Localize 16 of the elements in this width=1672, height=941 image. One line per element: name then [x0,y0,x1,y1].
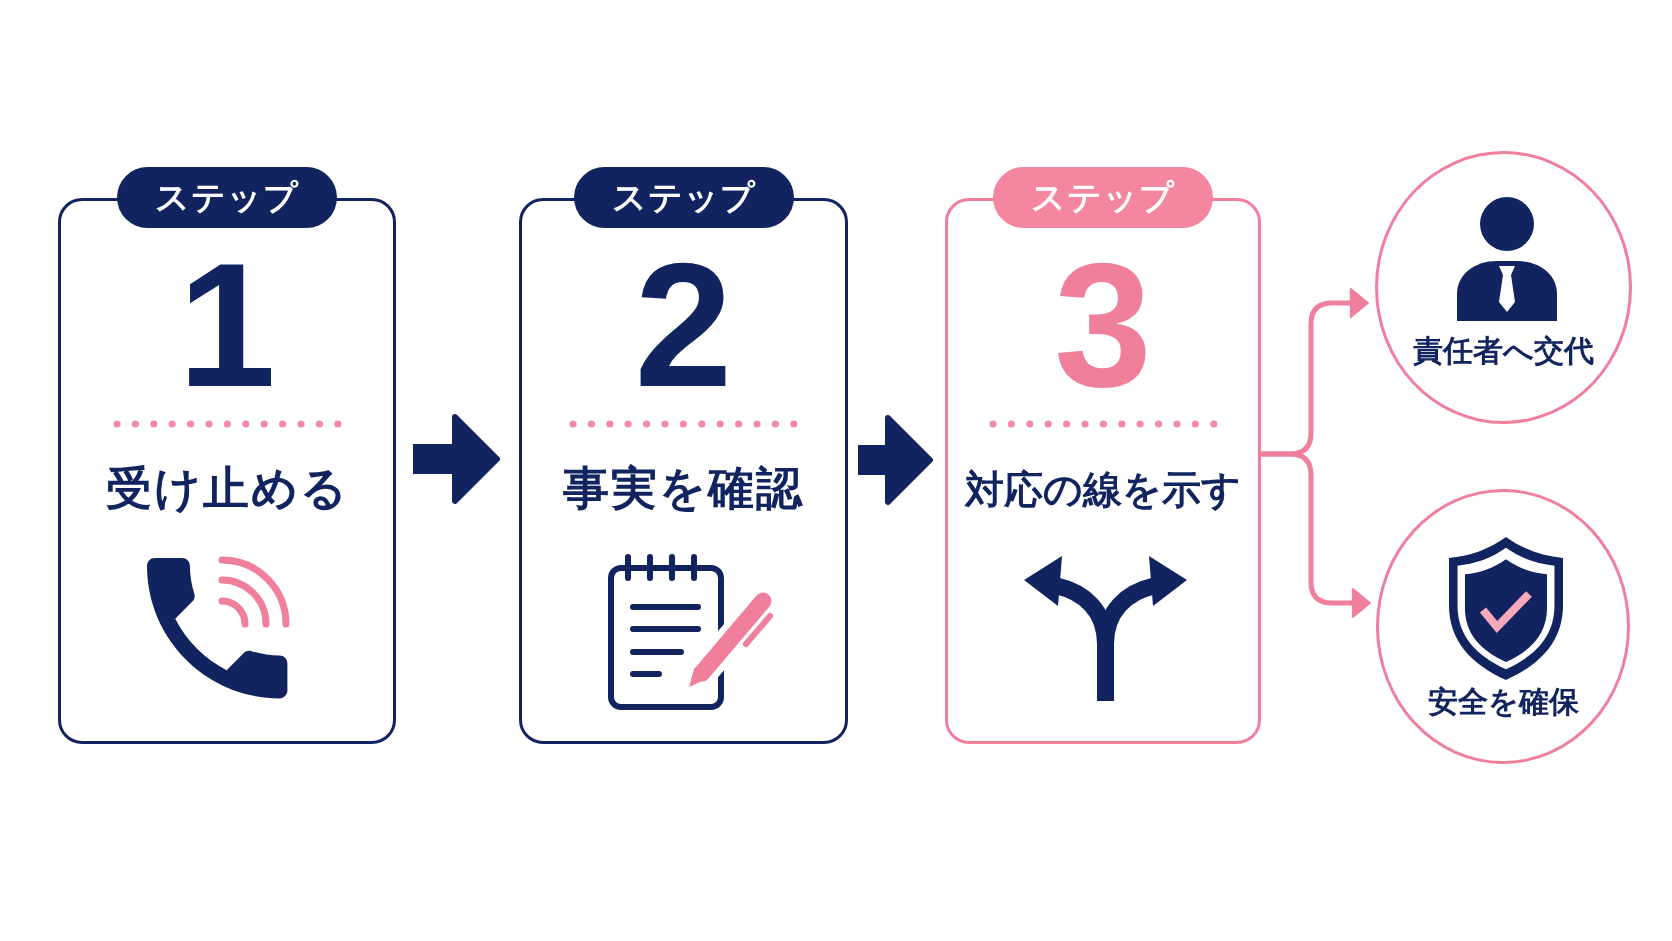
step-label: 事実を確認 [563,461,804,516]
circle-label: 責任者へ交代 [1413,333,1594,369]
arrow [413,414,500,504]
step-number: 3 [1054,237,1152,413]
step-number: 1 [178,237,276,413]
step-pill: ステップ [573,167,794,228]
arrow [858,415,933,505]
arrow [1261,451,1371,618]
outcome-circle [1375,151,1632,424]
step-number: 2 [634,237,733,413]
step-label: 対応の線を示す [965,466,1241,513]
outcome-circle [1376,489,1630,764]
step-label: 受け止める [105,461,349,516]
step-pill: ステップ [993,167,1213,228]
circle-label: 安全を確保 [1427,684,1579,720]
step-pill: ステップ [117,167,337,228]
